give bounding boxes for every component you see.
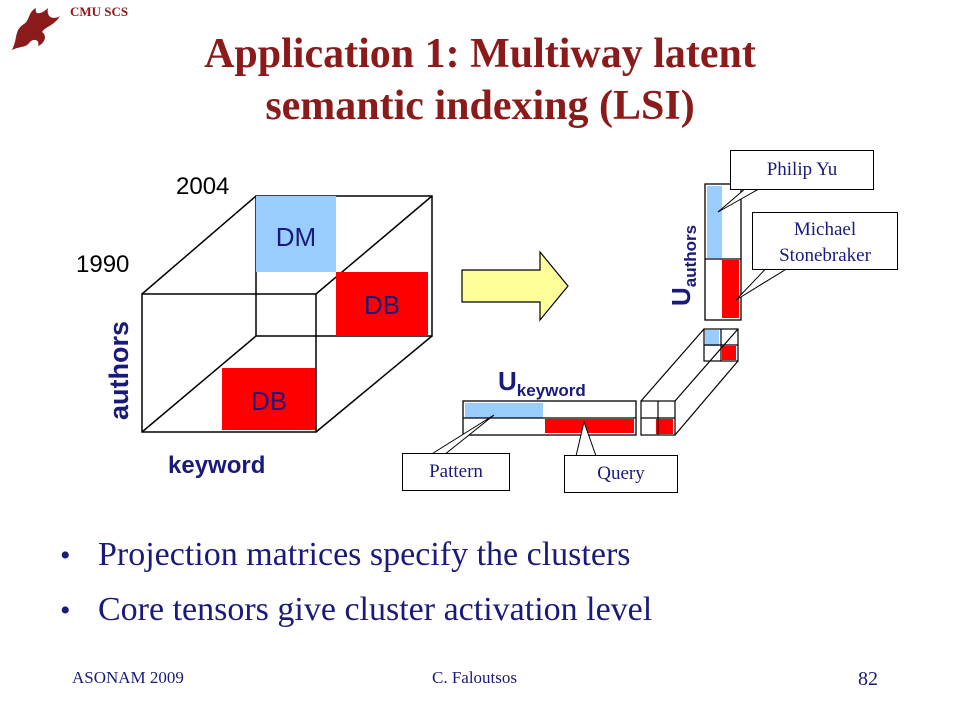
block-dm-label: DM bbox=[276, 222, 316, 252]
year-back-label: 2004 bbox=[176, 173, 229, 200]
callout-pattern: Pattern bbox=[402, 453, 510, 491]
axis-authors-label: authors bbox=[104, 321, 134, 420]
u-keyword-matrix bbox=[462, 400, 637, 436]
callout-philip-yu-text: Philip Yu bbox=[766, 159, 838, 180]
cmu-dragon-logo bbox=[4, 2, 64, 56]
callout-michael-stonebraker: Michael Stonebraker bbox=[752, 212, 898, 270]
bullet-text: Projection matrices specify the clusters bbox=[98, 536, 631, 573]
bullet-list: • Projection matrices specify the cluste… bbox=[60, 528, 652, 638]
footer-page-number: 82 bbox=[858, 668, 878, 690]
footer-author: C. Faloutsos bbox=[432, 668, 518, 687]
u-authors-matrix bbox=[704, 183, 742, 321]
footer-venue: ASONAM 2009 bbox=[72, 668, 184, 687]
transform-arrow bbox=[461, 250, 569, 322]
bullet-item: • Core tensors give cluster activation l… bbox=[60, 583, 652, 638]
bullet-text: Core tensors give cluster activation lev… bbox=[98, 591, 653, 628]
callout-michael-line2: Stonebraker bbox=[779, 245, 871, 266]
year-front-label: 1990 bbox=[76, 251, 129, 278]
title-line-2: semantic indexing (LSI) bbox=[265, 83, 695, 129]
callout-philip-yu: Philip Yu bbox=[730, 150, 874, 190]
u-keyword-sub: keyword bbox=[517, 381, 586, 400]
axis-keyword-label: keyword bbox=[168, 452, 265, 479]
block-db-front-label: DB bbox=[251, 386, 287, 416]
block-dm bbox=[256, 196, 336, 272]
slide-title: Application 1: Multiway latent semantic … bbox=[0, 28, 960, 132]
bullet-item: • Projection matrices specify the cluste… bbox=[60, 528, 652, 583]
callout-query: Query bbox=[564, 455, 678, 493]
callout-query-text: Query bbox=[597, 463, 645, 484]
u-keyword-main: U bbox=[498, 366, 517, 396]
title-line-1: Application 1: Multiway latent bbox=[204, 31, 756, 77]
org-label: CMU SCS bbox=[70, 4, 129, 19]
u-authors-main: U bbox=[666, 287, 696, 306]
callout-michael-line1: Michael bbox=[793, 219, 857, 240]
bullet-dot-icon: • bbox=[60, 594, 71, 627]
block-db-back-label: DB bbox=[364, 290, 400, 320]
block-db-front bbox=[222, 368, 316, 430]
block-db-back bbox=[336, 272, 428, 336]
callout-pattern-text: Pattern bbox=[429, 461, 483, 482]
callout-pointers bbox=[428, 187, 789, 457]
u-authors-label: Uauthors bbox=[666, 225, 700, 306]
bullet-dot-icon: • bbox=[60, 539, 71, 572]
u-keyword-label: Ukeyword bbox=[498, 366, 586, 400]
u-authors-sub: authors bbox=[681, 225, 700, 287]
cube-front-face bbox=[141, 293, 317, 433]
core-tensor bbox=[640, 328, 739, 436]
